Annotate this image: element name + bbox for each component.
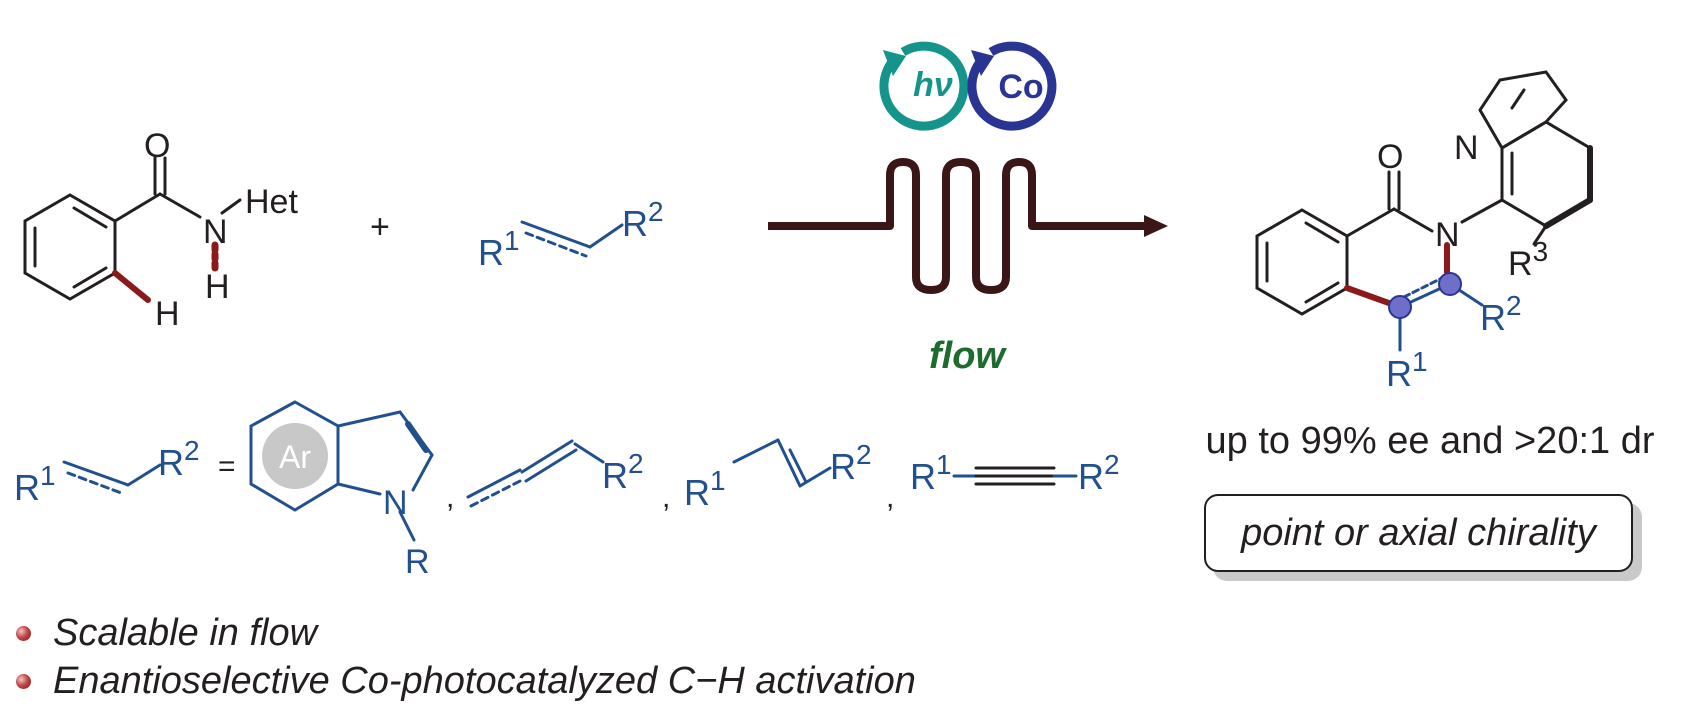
bullet-text: Scalable in flow — [53, 612, 318, 654]
product-structure — [1255, 70, 1593, 352]
cobalt-catalyst-icon — [967, 41, 1057, 131]
comma-2: , — [662, 481, 670, 514]
benzamide-reactant — [23, 156, 242, 303]
comma-3: , — [886, 481, 894, 514]
indole-substrate — [249, 400, 434, 542]
stereocenter-1 — [1388, 295, 1412, 319]
aryl-ring-marker — [262, 423, 328, 489]
reaction-arrowhead — [1144, 215, 1168, 237]
scope-equals: = — [218, 450, 236, 483]
plus-sign: + — [370, 208, 390, 246]
partner-r2: R2 — [622, 196, 664, 244]
nh-hydrogen: H — [205, 268, 230, 306]
bullet-item: Scalable in flow — [16, 612, 317, 655]
partner-r1: R1 — [478, 225, 520, 273]
alkyne-substrate — [952, 466, 1078, 486]
comma-1: , — [446, 481, 454, 514]
unsaturated-partner — [520, 220, 624, 258]
quinoline-nitrogen: N — [1454, 129, 1479, 167]
product-r2: R2 — [1480, 290, 1522, 338]
product-r3: R3 — [1508, 236, 1548, 283]
amide-nitrogen: N — [203, 213, 228, 251]
bullet-icon — [16, 674, 31, 689]
scope-r1: R1 — [14, 460, 56, 508]
product-oxygen: O — [1377, 138, 1403, 176]
alkene-r2: R2 — [830, 439, 872, 487]
bullet-text: Enantioselective Co-photocatalyzed C−H a… — [53, 660, 916, 702]
flow-label: flow — [929, 335, 1007, 377]
result-selectivity: up to 99% ee and >20:1 dr — [1205, 420, 1655, 462]
product-r1: R1 — [1386, 346, 1428, 394]
chirality-label: point or axial chirality — [1241, 511, 1596, 554]
amide-oxygen: O — [144, 127, 170, 165]
ortho-hydrogen: H — [155, 295, 180, 333]
scope-lhs-bonds — [62, 460, 162, 496]
scope-r2: R2 — [158, 435, 200, 483]
indole-r: R — [405, 543, 430, 581]
alkene-substrate — [732, 438, 832, 488]
indole-nitrogen: N — [383, 484, 408, 522]
het-label: Het — [245, 183, 298, 221]
flow-reactor-coil — [768, 158, 1150, 294]
cobalt-label: Co — [998, 68, 1043, 106]
alkyne-r2: R2 — [1078, 449, 1120, 497]
photocatalyst-icon — [879, 41, 969, 131]
allene-substrate — [466, 439, 605, 508]
chirality-box: point or axial chirality — [1204, 494, 1633, 572]
stereocenter-2 — [1438, 272, 1462, 296]
allene-r2: R2 — [602, 448, 644, 496]
product-nitrogen: N — [1435, 216, 1460, 254]
photo-label: hν — [913, 66, 953, 104]
aryl-label: Ar — [279, 439, 311, 475]
bullet-item: Enantioselective Co-photocatalyzed C−H a… — [16, 660, 916, 703]
alkene-r1: R1 — [684, 465, 726, 513]
alkyne-r1: R1 — [910, 449, 952, 497]
bullet-icon — [16, 626, 31, 641]
